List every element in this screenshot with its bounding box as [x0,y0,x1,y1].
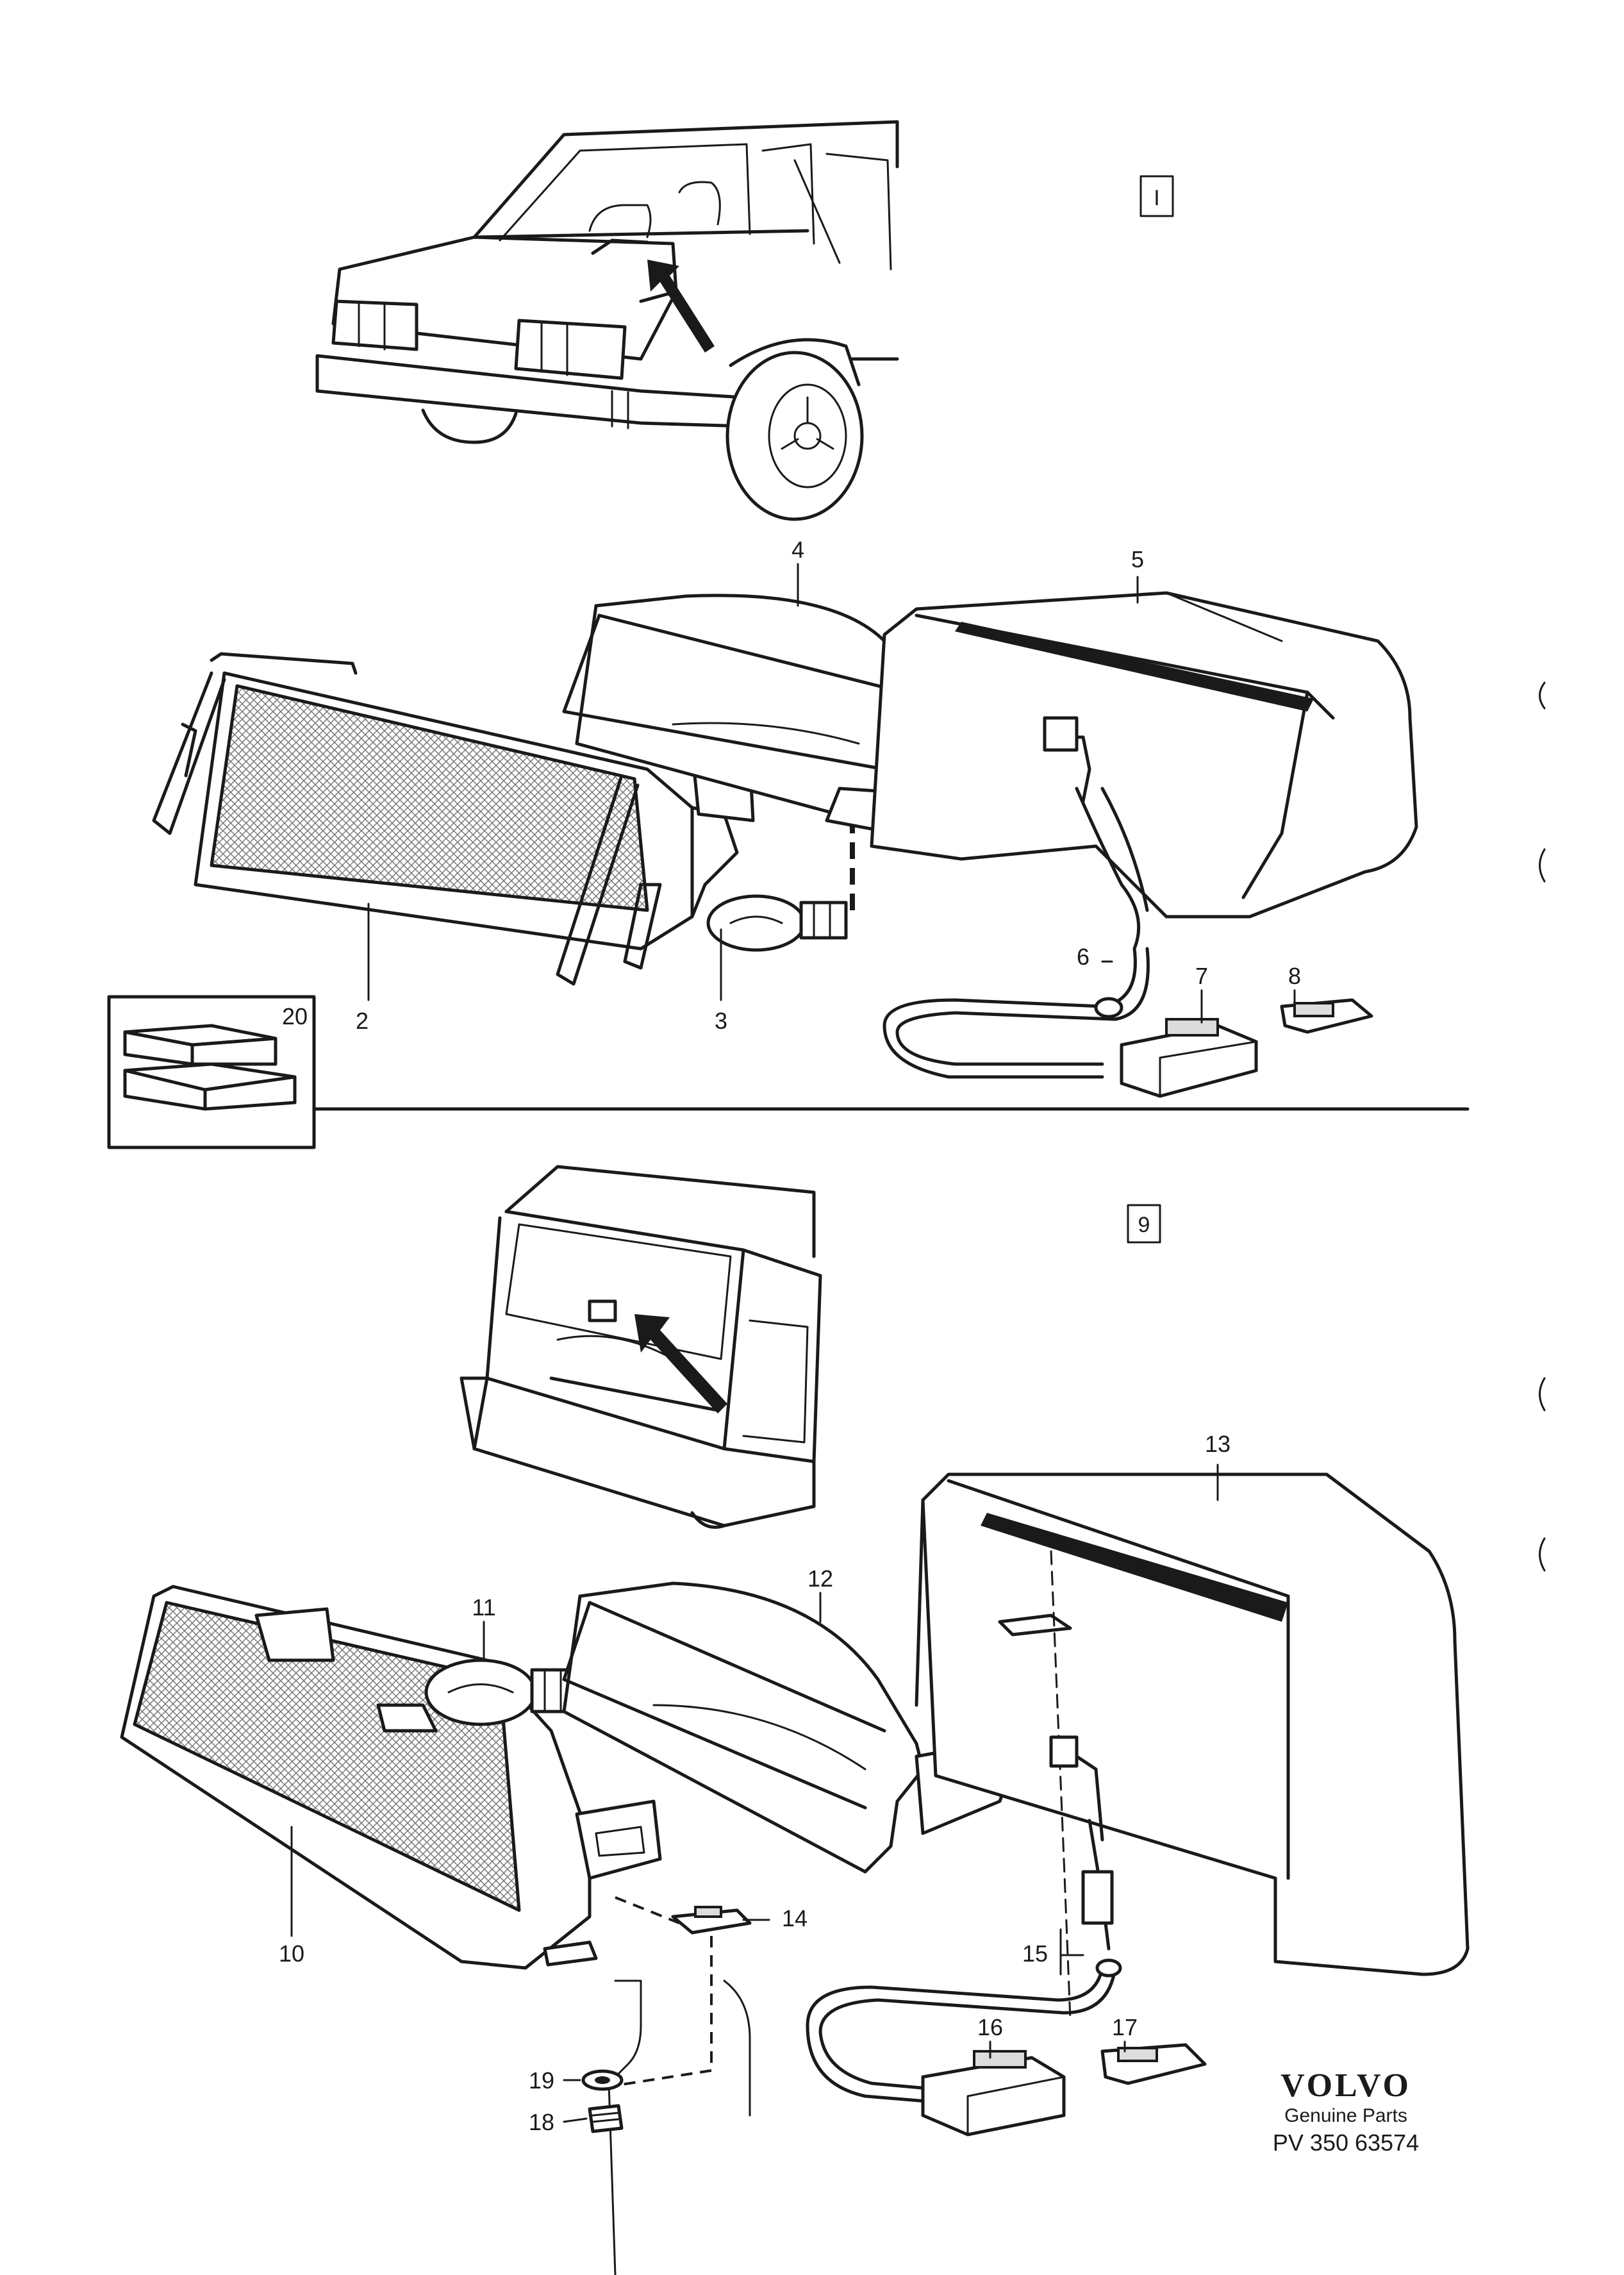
plug-part-17 [1100,2043,1207,2085]
estate-illustration [460,1165,822,1529]
harness-part-15 [806,1958,1122,2104]
cover-part-13 [915,1472,1470,2021]
callout-4: 4 [791,537,804,563]
svg-text:9: 9 [1138,1213,1150,1237]
brand-tagline: Genuine Parts [1284,2105,1407,2126]
callout-10: 10 [279,1940,304,1967]
washer-part-19 [581,2069,624,2091]
connector-part-7 [1120,1018,1258,1098]
lens-part-2 [152,652,755,986]
callout-17: 17 [1112,2014,1138,2040]
sedan-illustration [315,120,899,521]
callout-19: 19 [529,2067,554,2094]
reflector-part-12 [562,1581,1006,1874]
cover-part-5 [870,591,1418,951]
bulb-part-3 [706,894,848,952]
callout-7: 7 [1195,963,1208,989]
bulb-part-11 [424,1658,579,1726]
callout-12: 12 [808,1565,833,1592]
callout-20: 20 [282,1003,308,1029]
callouts: 4 5 2 3 6 7 8 20 13 12 11 10 14 15 16 17… [279,537,1301,2135]
callout-6: 6 [1077,944,1090,970]
harness-part-6 [882,947,1150,1079]
brand-logo: VOLVO [1280,2067,1411,2104]
svg-text:I: I [1154,186,1159,210]
callout-18: 18 [529,2109,554,2135]
callout-11: 11 [472,1594,495,1621]
brand-block: VOLVO Genuine Parts PV 350 63574 [1273,2067,1419,2156]
section-marker-1: I [1139,175,1174,217]
section-marker-9: 9 [1127,1204,1161,1244]
callout-16: 16 [977,2014,1003,2040]
assembly-dashed-line-3 [608,1936,713,2088]
callout-5: 5 [1131,546,1144,572]
plug-part-8 [1280,998,1373,1034]
connector-part-16 [921,2050,1066,2137]
callout-13: 13 [1205,1431,1230,1457]
clip-part-14 [671,1906,752,1935]
margin-marks [1539,681,1546,1572]
callout-2: 2 [356,1008,369,1034]
inset-box-part-20 [107,995,316,1149]
assembly-dashed-line-2 [615,1896,680,1924]
callout-8: 8 [1288,963,1301,989]
callout-3: 3 [715,1008,727,1034]
callout-15: 15 [1022,1940,1048,1967]
diagram-code: PV 350 63574 [1273,2129,1419,2156]
callout-14: 14 [782,1905,808,1931]
screw-part-18 [588,2104,624,2133]
